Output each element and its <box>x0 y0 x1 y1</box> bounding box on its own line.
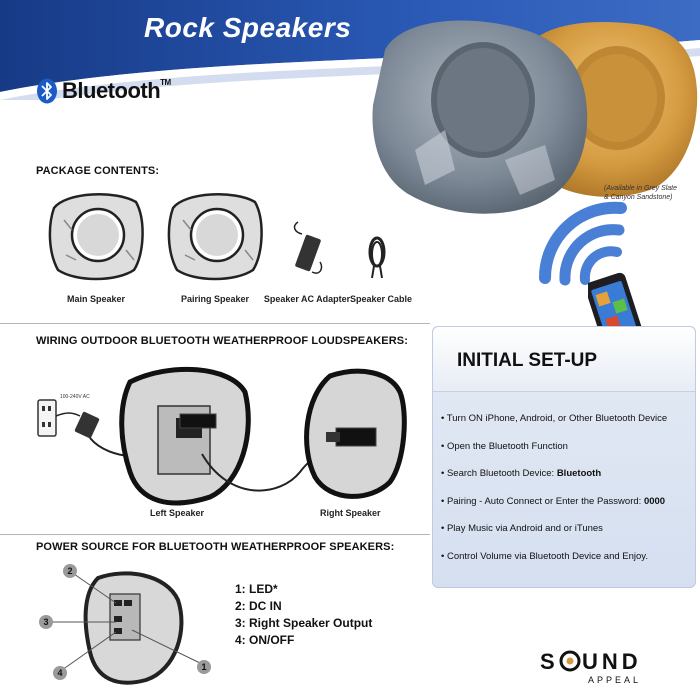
speaker-cable-icon <box>368 236 386 279</box>
right-speaker-label: Right Speaker <box>320 508 381 518</box>
bluetooth-icon <box>37 78 57 104</box>
divider <box>0 534 430 535</box>
divider <box>0 323 430 324</box>
initial-setup-panel: INITIAL SET-UP • Turn ON iPhone, Android… <box>432 326 696 588</box>
sound-appeal-logo: S UND APPEAL <box>540 647 680 687</box>
power-source-heading: POWER SOURCE FOR BLUETOOTH WEATHERPROOF … <box>36 541 395 553</box>
pairing-speaker-image <box>167 193 263 281</box>
legend-on-off: 4: ON/OFF <box>235 633 295 647</box>
callout-1: 1 <box>201 662 206 672</box>
trademark: TM <box>160 78 171 87</box>
setup-title: INITIAL SET-UP <box>457 350 598 371</box>
voltage-label: 100-240V AC <box>60 394 90 400</box>
legend-led: 1: LED* <box>235 582 278 596</box>
brand-wordmark: S UND APPEAL <box>540 649 642 685</box>
ac-adapter-label: Speaker AC Adapter <box>263 294 351 304</box>
callout-2: 2 <box>67 566 72 576</box>
speaker-cable-label: Speaker Cable <box>349 294 413 304</box>
wiring-heading: WIRING OUTDOOR BLUETOOTH WEATHERPROOF LO… <box>36 335 408 347</box>
package-contents-heading: PACKAGE CONTENTS: <box>36 165 160 177</box>
setup-step: • Control Volume via Bluetooth Device an… <box>441 551 648 562</box>
svg-text:APPEAL: APPEAL <box>588 675 641 685</box>
setup-step: • Play Music via Android and or iTunes <box>441 523 603 534</box>
page-title: Rock Speakers <box>144 12 352 43</box>
svg-text:S: S <box>540 649 555 674</box>
legend-right-output: 3: Right Speaker Output <box>235 616 373 630</box>
bluetooth-label: BluetoothTM <box>62 78 171 103</box>
left-speaker-label: Left Speaker <box>150 508 205 518</box>
availability-note: (Available in Grey Slate & Canyon Sandst… <box>604 185 678 201</box>
rock-speakers-image <box>372 20 698 214</box>
callout-4: 4 <box>57 668 62 678</box>
ac-adapter-icon <box>293 221 323 274</box>
main-speaker-label: Main Speaker <box>66 294 126 304</box>
pairing-speaker-label: Pairing Speaker <box>180 294 250 304</box>
main-speaker-image <box>48 193 144 281</box>
svg-text:UND: UND <box>582 649 642 674</box>
setup-step: • Search Bluetooth Device: Bluetooth <box>441 468 602 479</box>
wireless-signal-icon <box>538 201 627 286</box>
setup-step: • Turn ON iPhone, Android, or Other Blue… <box>441 413 668 424</box>
setup-panel-header <box>433 327 695 392</box>
setup-step: • Open the Bluetooth Function <box>441 441 568 452</box>
callout-3: 3 <box>43 617 48 627</box>
setup-step: • Pairing - Auto Connect or Enter the Pa… <box>441 496 666 507</box>
power-source-diagram: 2 3 4 1 <box>39 564 211 685</box>
wiring-diagram: 100-240V AC <box>37 366 407 506</box>
legend-dc-in: 2: DC IN <box>235 599 282 613</box>
